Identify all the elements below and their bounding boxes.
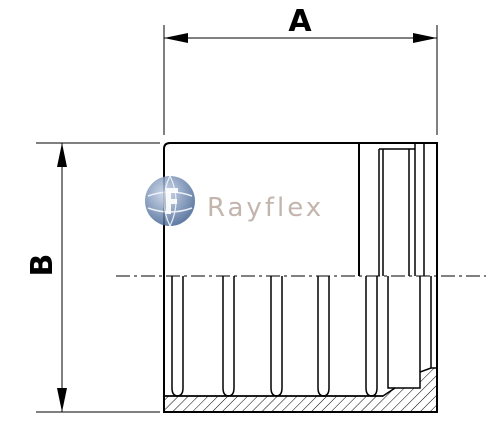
arrowhead-right: [413, 33, 437, 43]
internal-grooves: [164, 276, 432, 397]
arrowhead-top: [57, 143, 67, 167]
rayflex-globe-logo-icon: [145, 175, 195, 227]
arrowhead-left: [164, 33, 188, 43]
rayflex-watermark: Rayflex: [145, 175, 324, 227]
watermark-brand-text: Rayflex: [207, 193, 324, 223]
dimension-label-b: B: [25, 254, 60, 277]
ferrule-outline: [163, 142, 438, 413]
dimension-label-a: A: [288, 4, 312, 39]
arrowhead-bottom: [57, 388, 67, 412]
dimension-b: B: [25, 142, 160, 413]
dimension-a: A: [163, 4, 438, 135]
hatched-wall-section: [163, 367, 438, 413]
